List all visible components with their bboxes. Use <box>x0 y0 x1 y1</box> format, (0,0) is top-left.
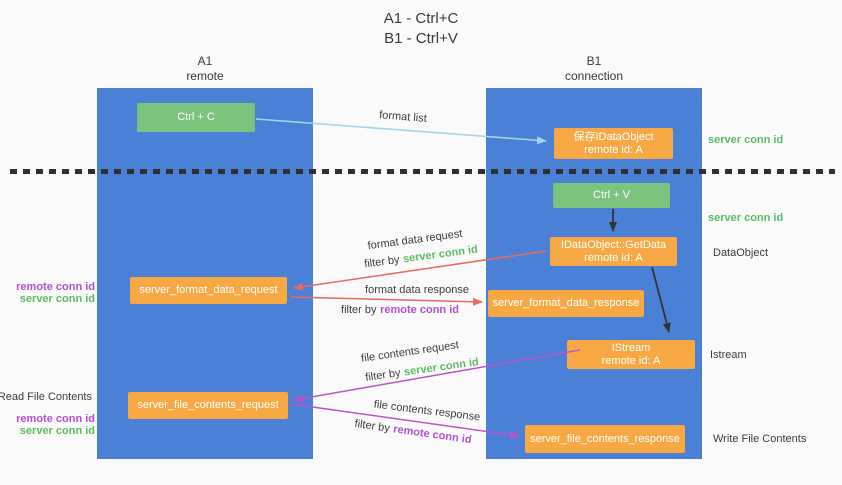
diagram-title: A1 - Ctrl+C B1 - Ctrl+V <box>0 9 842 49</box>
file-response-label: server_file_contents_response <box>530 432 680 445</box>
node-ctrl-c: Ctrl + C <box>137 103 255 132</box>
node-server-file-contents-response: server_file_contents_response <box>525 425 685 453</box>
filter-by-text: filter by <box>341 304 377 316</box>
istream-line2: remote id: A <box>601 354 661 367</box>
format-response-label: server_format_data_response <box>492 297 640 309</box>
getdata-line1: IDataObject::GetData <box>560 238 667 251</box>
lane-b1-role: connection <box>564 69 624 83</box>
istream-line1: IStream <box>611 341 651 354</box>
server-conn-id-text: server conn id <box>402 243 479 266</box>
label-format-data-response: format data response <box>365 284 469 296</box>
annotation-server-conn-id-right-top: server conn id <box>708 134 784 146</box>
filter-by-text: filter by <box>363 253 401 271</box>
node-server-file-contents-request: server_file_contents_request <box>128 392 288 419</box>
node-save-idataobject: 保存IDataObject remote id: A <box>554 128 673 159</box>
save-idataobject-line2: remote id: A <box>584 143 643 156</box>
lane-header-b1: B1 connection <box>486 54 702 84</box>
ctrl-v-label: Ctrl + V <box>593 189 630 201</box>
annotation-read-file-contents: Read File Contents <box>0 391 92 403</box>
label-file-contents-response: file contents response <box>373 398 481 424</box>
annotation-remote-conn-id-left-bottom: remote conn id <box>16 413 95 425</box>
lane-a1-role: remote <box>186 69 224 83</box>
label-format-list: format list <box>378 109 428 125</box>
filter-by-text: filter by <box>364 367 402 384</box>
lane-b1-name: B1 <box>586 54 602 68</box>
format-request-label: server_format_data_request <box>139 284 278 296</box>
annotation-istream: Istream <box>710 349 747 361</box>
annotation-remote-conn-id-left-top: remote conn id <box>16 281 95 293</box>
node-idataobject-getdata: IDataObject::GetData remote id: A <box>550 237 677 266</box>
title-line-1: A1 - Ctrl+C <box>383 10 459 27</box>
remote-conn-id-text: remote conn id <box>392 423 473 447</box>
node-ctrl-v: Ctrl + V <box>553 183 670 208</box>
annotation-server-conn-id-left-bottom: server conn id <box>19 425 95 437</box>
arrow-format-data-response <box>289 296 483 306</box>
server-conn-id-text: server conn id <box>403 356 480 379</box>
lane-header-a1: A1 remote <box>97 54 313 84</box>
node-istream: IStream remote id: A <box>567 340 695 369</box>
title-line-2: B1 - Ctrl+V <box>384 30 458 47</box>
node-server-format-data-response: server_format_data_response <box>488 290 644 317</box>
node-server-format-data-request: server_format_data_request <box>130 277 287 304</box>
dotted-separator <box>10 169 835 174</box>
getdata-line2: remote id: A <box>584 251 643 264</box>
annotation-server-conn-id-left-top: server conn id <box>19 293 95 305</box>
file-request-label: server_file_contents_request <box>137 399 279 411</box>
remote-conn-id-text: remote conn id <box>380 304 459 316</box>
annotation-write-file-contents: Write File Contents <box>713 433 807 445</box>
save-idataobject-line1: 保存IDataObject <box>573 130 654 143</box>
annotation-dataobject: DataObject <box>713 247 769 259</box>
ctrl-c-label: Ctrl + C <box>177 111 215 123</box>
annotation-server-conn-id-right-mid: server conn id <box>708 212 784 224</box>
filter-by-text: filter by <box>353 417 391 435</box>
lane-a1-name: A1 <box>197 54 213 68</box>
